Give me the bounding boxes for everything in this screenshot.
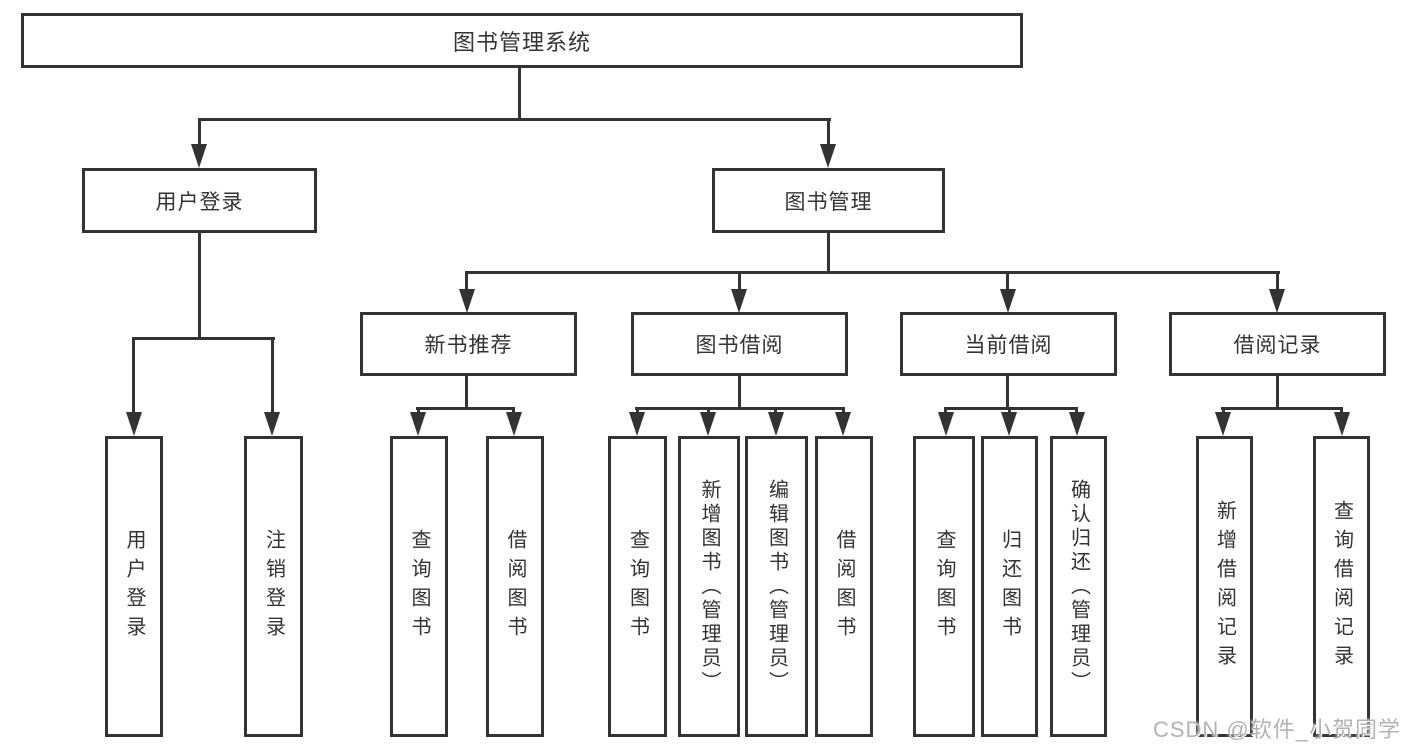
line (465, 271, 468, 291)
leaf-bb-query-books-label: 查询图书 (626, 528, 649, 645)
line (842, 407, 845, 415)
leaf-cb-return-books-label: 归还图书 (998, 528, 1021, 645)
line (1008, 407, 1011, 415)
line (827, 233, 830, 274)
leaf-cb-return-books: 归还图书 (981, 436, 1038, 737)
node-user-login-label: 用户登录 (155, 190, 244, 214)
node-borrow-records-label: 借阅记录 (1233, 334, 1322, 357)
line (1006, 376, 1009, 410)
arrowhead-down-icon (768, 412, 784, 436)
node-current-borrow-label: 当前借阅 (964, 334, 1053, 357)
leaf-bb-edit-books-admin: 编辑图书（管理员） (745, 436, 808, 737)
leaf-nbr-query-books: 查询图书 (390, 436, 448, 737)
line (198, 118, 201, 146)
line (1221, 407, 1343, 410)
line (738, 271, 741, 291)
leaf-bb-borrow-books-label: 借阅图书 (833, 528, 855, 645)
line (707, 407, 710, 415)
line (416, 407, 515, 410)
line (635, 407, 845, 410)
arrowhead-down-icon (410, 412, 426, 436)
arrowhead-down-icon (1334, 412, 1350, 436)
leaf-br-add-record-label: 新增借阅记录 (1213, 499, 1236, 674)
line (1340, 407, 1343, 415)
line (827, 118, 830, 146)
leaf-cb-query-books-label: 查询图书 (933, 528, 955, 645)
node-book-borrow-label: 图书借阅 (695, 334, 784, 357)
node-book-management: 图书管理 (712, 168, 945, 233)
leaf-bb-add-books-admin: 新增图书（管理员） (678, 436, 740, 737)
leaf-bb-borrow-books: 借阅图书 (815, 436, 873, 737)
line (465, 271, 1280, 274)
arrowhead-down-icon (938, 412, 954, 436)
line (417, 407, 420, 415)
node-current-borrow: 当前借阅 (900, 312, 1117, 376)
line (1222, 407, 1225, 415)
line (774, 407, 777, 415)
node-root-label: 图书管理系统 (452, 29, 591, 55)
node-user-login: 用户登录 (82, 168, 317, 233)
node-new-book-recommend-label: 新书推荐 (424, 334, 513, 357)
leaf-user-login-label: 用户登录 (123, 528, 145, 645)
line (512, 407, 515, 415)
line (132, 337, 275, 340)
leaf-logout: 注销登录 (244, 436, 303, 737)
leaf-logout-label: 注销登录 (262, 528, 285, 645)
node-book-borrow: 图书借阅 (631, 312, 848, 376)
arrowhead-down-icon (459, 289, 475, 313)
leaf-nbr-query-books-label: 查询图书 (408, 528, 430, 645)
leaf-cb-query-books: 查询图书 (913, 436, 975, 737)
line (636, 407, 639, 415)
line (271, 337, 274, 414)
arrowhead-down-icon (126, 412, 142, 436)
node-root: 图书管理系统 (21, 13, 1023, 68)
line (465, 376, 468, 410)
leaf-cb-confirm-return-admin-label: 确认归还（管理员） (1067, 478, 1090, 695)
line (518, 68, 521, 118)
leaf-br-add-record: 新增借阅记录 (1196, 436, 1253, 737)
leaf-bb-query-books: 查询图书 (608, 436, 667, 737)
line (132, 337, 135, 414)
arrowhead-down-icon (264, 412, 280, 436)
arrowhead-down-icon (1000, 289, 1016, 313)
leaf-bb-add-books-admin-label: 新增图书（管理员） (698, 478, 720, 695)
arrowhead-down-icon (820, 144, 836, 168)
arrowhead-down-icon (1215, 412, 1231, 436)
leaf-cb-confirm-return-admin: 确认归还（管理员） (1050, 436, 1107, 737)
arrowhead-down-icon (506, 412, 522, 436)
arrowhead-down-icon (700, 412, 716, 436)
node-borrow-records: 借阅记录 (1169, 312, 1386, 376)
leaf-br-query-record: 查询借阅记录 (1313, 436, 1370, 737)
line (1075, 407, 1078, 415)
arrowhead-down-icon (629, 412, 645, 436)
leaf-nbr-borrow-books-label: 借阅图书 (504, 528, 526, 645)
line (944, 407, 947, 415)
line (1276, 376, 1279, 410)
line (1276, 271, 1279, 291)
arrowhead-down-icon (191, 144, 207, 168)
arrowhead-down-icon (1269, 289, 1285, 313)
arrowhead-down-icon (731, 289, 747, 313)
arrowhead-down-icon (1001, 412, 1017, 436)
line (1006, 271, 1009, 291)
leaf-bb-edit-books-admin-label: 编辑图书（管理员） (765, 478, 788, 695)
line (944, 407, 1078, 410)
node-new-book-recommend: 新书推荐 (360, 312, 577, 376)
leaf-nbr-borrow-books: 借阅图书 (486, 436, 544, 737)
csdn-watermark: CSDN @软件_小贺同学 (1152, 717, 1401, 742)
arrowhead-down-icon (1069, 412, 1085, 436)
arrowhead-down-icon (835, 412, 851, 436)
line (198, 233, 201, 340)
leaf-user-login: 用户登录 (105, 436, 163, 737)
line (198, 118, 831, 121)
leaf-br-query-record-label: 查询借阅记录 (1330, 499, 1353, 674)
line (738, 376, 741, 410)
node-book-management-label: 图书管理 (784, 190, 873, 214)
